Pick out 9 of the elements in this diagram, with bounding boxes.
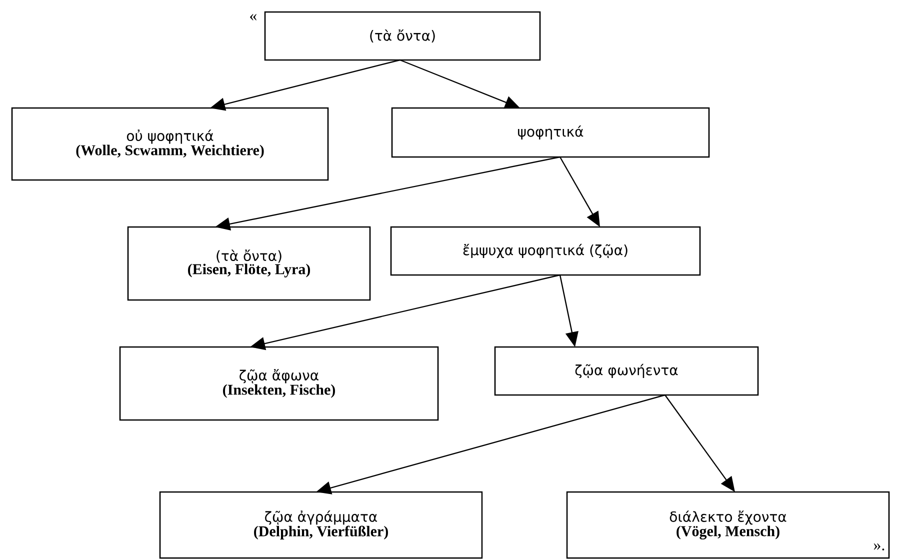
box: (τὰ ὄντα) <box>264 11 541 61</box>
box: ζῷα ἄφωνα (Insekten, Fische) <box>119 346 439 421</box>
box: ἔμψυχα ψοφητικά (ζῷα) <box>390 226 701 276</box>
box: ζῷα ἀγράμματα (Delphin, Vierfüßler) <box>159 491 483 559</box>
box: ζῷα φωνήεντα <box>494 346 759 396</box>
box: (τὰ ὄντα) (Eisen, Flöte, Lyra) <box>127 226 371 301</box>
quotation-mark: ». <box>874 544 884 550</box>
box: οὐ ψοφητικά (Wolle, Scwamm, Weichtiere) <box>11 107 329 181</box>
box: ψοφητικά <box>391 107 710 158</box>
